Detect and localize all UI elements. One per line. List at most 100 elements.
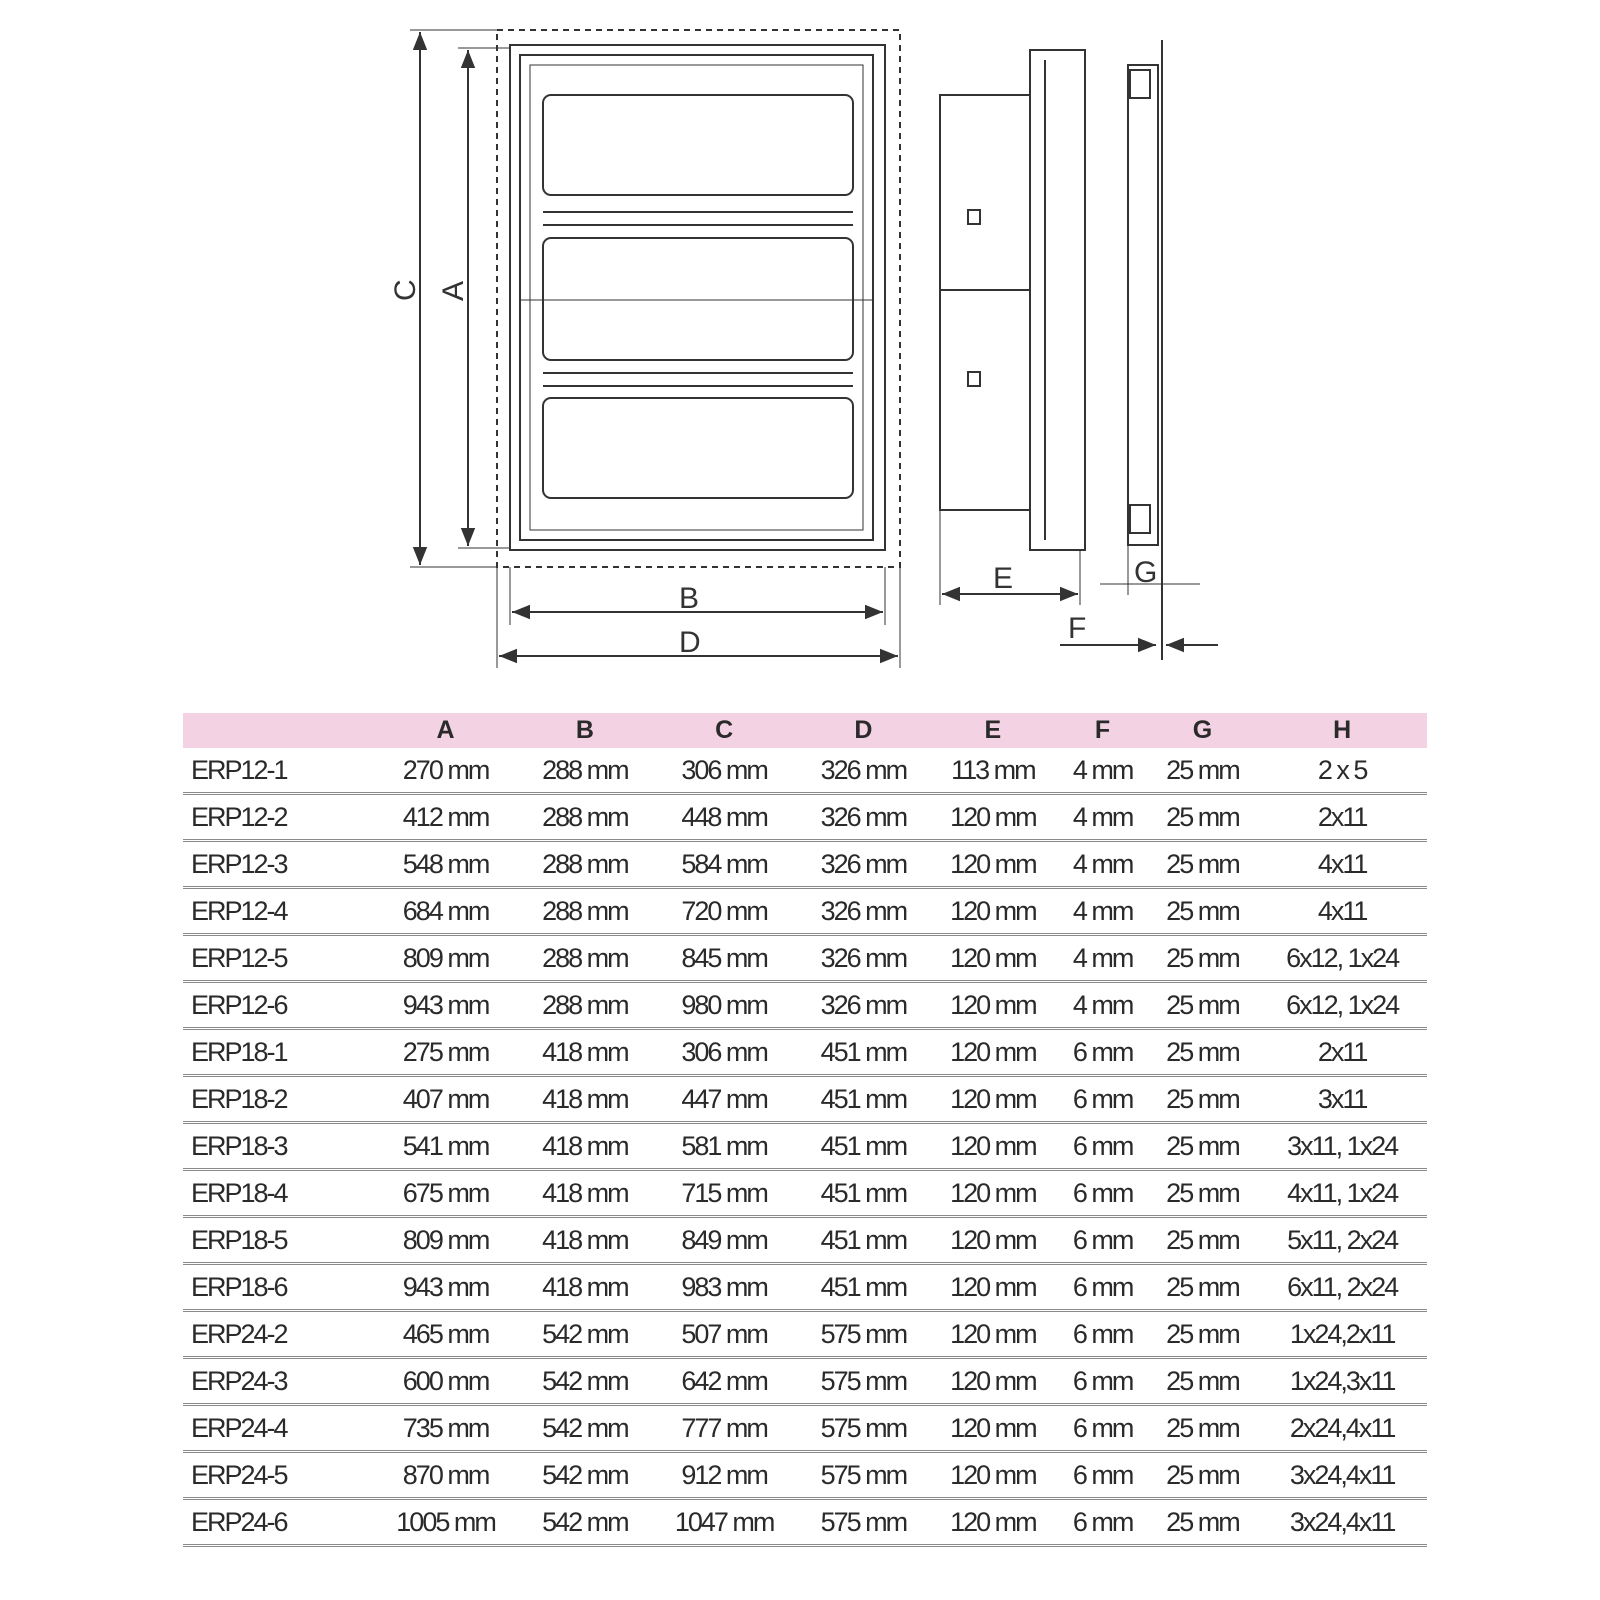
value-cell: 120 mm: [928, 1310, 1058, 1359]
value-cell: 2x11: [1257, 1028, 1427, 1077]
column-header: F: [1057, 713, 1148, 748]
column-header: D: [798, 713, 929, 748]
dim-label-c: C: [389, 279, 422, 301]
value-cell: 25 mm: [1147, 1169, 1258, 1218]
value-cell: 120 mm: [928, 1404, 1058, 1453]
value-cell: 25 mm: [1147, 1075, 1258, 1124]
value-cell: 983 mm: [649, 1263, 799, 1312]
value-cell: 326 mm: [798, 793, 929, 842]
value-cell: 1x24,3x11: [1257, 1357, 1427, 1406]
value-cell: 3x11: [1257, 1075, 1427, 1124]
value-cell: 575 mm: [798, 1310, 929, 1359]
value-cell: 25 mm: [1147, 793, 1258, 842]
value-cell: 448 mm: [649, 793, 799, 842]
value-cell: 113 mm: [928, 748, 1058, 795]
dim-label-e: E: [993, 562, 1013, 595]
value-cell: 542 mm: [520, 1404, 650, 1453]
value-cell: 25 mm: [1147, 1404, 1258, 1453]
value-cell: 326 mm: [798, 887, 929, 936]
dim-label-g: G: [1134, 556, 1157, 589]
value-cell: 3x24,4x11: [1257, 1451, 1427, 1500]
value-cell: 6 mm: [1057, 1263, 1148, 1312]
technical-drawing: C A B D E F G: [389, 29, 1218, 668]
value-cell: 270 mm: [371, 748, 521, 795]
value-cell: 548 mm: [371, 840, 521, 889]
column-header: A: [371, 713, 521, 748]
value-cell: 418 mm: [520, 1169, 650, 1218]
value-cell: 542 mm: [520, 1357, 650, 1406]
value-cell: 542 mm: [520, 1310, 650, 1359]
column-header: H: [1257, 713, 1427, 748]
value-cell: 4x11: [1257, 840, 1427, 889]
value-cell: 25 mm: [1147, 1357, 1258, 1406]
value-cell: 4 mm: [1057, 748, 1148, 795]
column-header: G: [1147, 713, 1258, 748]
value-cell: 1047 mm: [649, 1498, 799, 1547]
value-cell: 120 mm: [928, 1028, 1058, 1077]
value-cell: 288 mm: [520, 748, 650, 795]
model-cell: ERP24-5: [183, 1451, 371, 1500]
value-cell: 465 mm: [371, 1310, 521, 1359]
value-cell: 845 mm: [649, 934, 799, 983]
value-cell: 720 mm: [649, 887, 799, 936]
value-cell: 642 mm: [649, 1357, 799, 1406]
value-cell: 581 mm: [649, 1122, 799, 1171]
value-cell: 120 mm: [928, 1216, 1058, 1265]
value-cell: 4x11: [1257, 887, 1427, 936]
value-cell: 943 mm: [371, 1263, 521, 1312]
value-cell: 451 mm: [798, 1028, 929, 1077]
value-cell: 451 mm: [798, 1263, 929, 1312]
value-cell: 275 mm: [371, 1028, 521, 1077]
value-cell: 25 mm: [1147, 1451, 1258, 1500]
value-cell: 120 mm: [928, 1122, 1058, 1171]
model-cell: ERP12-1: [183, 748, 371, 795]
value-cell: 6x11, 2x24: [1257, 1263, 1427, 1312]
value-cell: 541 mm: [371, 1122, 521, 1171]
value-cell: 25 mm: [1147, 1028, 1258, 1077]
value-cell: 542 mm: [520, 1451, 650, 1500]
value-cell: 809 mm: [371, 1216, 521, 1265]
value-cell: 2x24,4x11: [1257, 1404, 1427, 1453]
edge-view: [1127, 40, 1163, 660]
value-cell: 575 mm: [798, 1498, 929, 1547]
value-cell: 870 mm: [371, 1451, 521, 1500]
value-cell: 306 mm: [649, 1028, 799, 1077]
value-cell: 326 mm: [798, 934, 929, 983]
value-cell: 6 mm: [1057, 1357, 1148, 1406]
model-cell: ERP12-3: [183, 840, 371, 889]
value-cell: 25 mm: [1147, 840, 1258, 889]
value-cell: 25 mm: [1147, 981, 1258, 1030]
value-cell: 575 mm: [798, 1451, 929, 1500]
value-cell: 326 mm: [798, 840, 929, 889]
value-cell: 507 mm: [649, 1310, 799, 1359]
value-cell: 1x24,2x11: [1257, 1310, 1427, 1359]
value-cell: 288 mm: [520, 981, 650, 1030]
value-cell: 6 mm: [1057, 1498, 1148, 1547]
value-cell: 6 mm: [1057, 1216, 1148, 1265]
model-cell: ERP12-6: [183, 981, 371, 1030]
value-cell: 6 mm: [1057, 1075, 1148, 1124]
value-cell: 849 mm: [649, 1216, 799, 1265]
column-header: [183, 713, 371, 748]
model-cell: ERP24-3: [183, 1357, 371, 1406]
value-cell: 6 mm: [1057, 1169, 1148, 1218]
value-cell: 6 mm: [1057, 1451, 1148, 1500]
front-view: [496, 29, 901, 568]
value-cell: 288 mm: [520, 840, 650, 889]
value-cell: 120 mm: [928, 981, 1058, 1030]
value-cell: 542 mm: [520, 1498, 650, 1547]
value-cell: 715 mm: [649, 1169, 799, 1218]
